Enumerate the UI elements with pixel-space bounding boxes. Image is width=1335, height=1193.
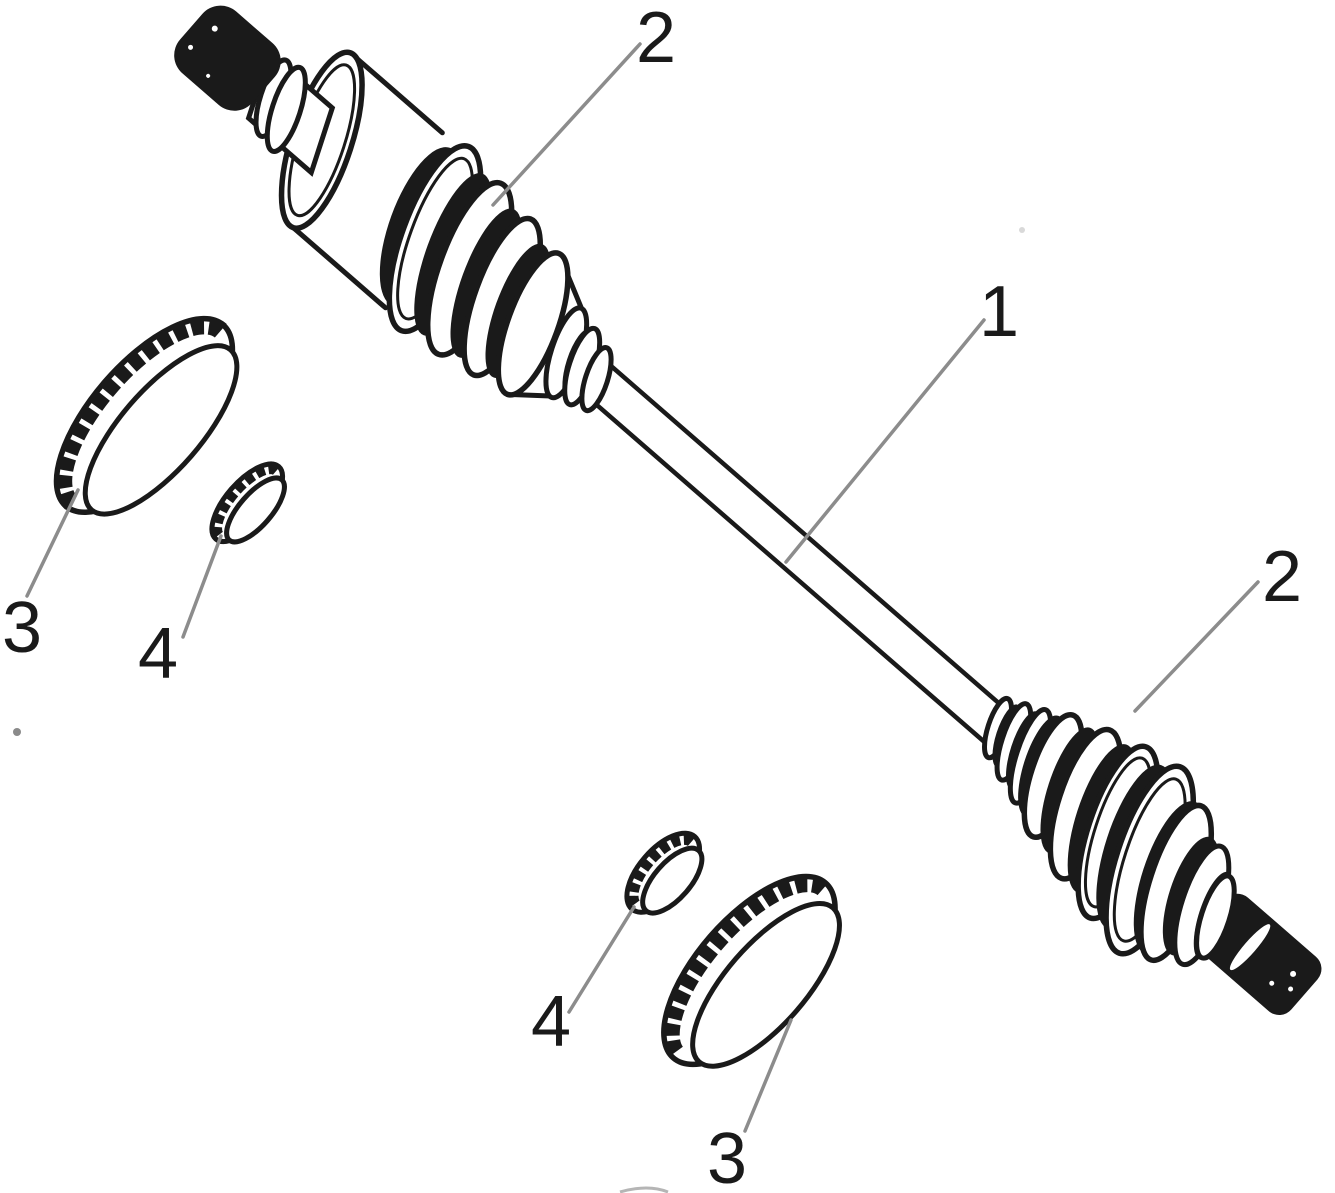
clamp-serrated-band: [54, 316, 227, 510]
clamp-serrated-band: [210, 462, 281, 542]
callout-1-leader: [784, 318, 986, 564]
callout-4-left-leader: [181, 534, 223, 639]
clamp-inner-ring: [690, 901, 842, 1069]
callout-3-left-leader: [25, 488, 80, 598]
stub-speck: [1288, 986, 1294, 992]
clamp-small-left: [209, 461, 287, 545]
callout-3-left-label: 3: [2, 588, 42, 668]
stub-speck: [211, 25, 218, 32]
callout-labels: 2 1 2 3 4 4 3: [2, 0, 1302, 1193]
callout-3-bottom-label: 3: [707, 1119, 747, 1193]
callout-2-right-label: 2: [1262, 537, 1302, 617]
stub-speck: [1269, 980, 1275, 986]
shaft-edge-bottom: [582, 392, 998, 754]
clamp-large-bottom: [661, 873, 842, 1069]
callout-2-left-leader: [491, 42, 642, 207]
callout-3-bottom-leader: [743, 1018, 793, 1133]
clamp-small-bottom: [624, 830, 705, 916]
clamp-serrated-band: [662, 875, 829, 1062]
callout-2-right-leader: [1133, 580, 1260, 713]
stub-speck: [1290, 970, 1297, 977]
paper-specks: [13, 227, 1025, 1193]
stub-speck: [188, 44, 194, 50]
callout-4-left-label: 4: [138, 614, 178, 694]
callout-4-bottom-leader: [567, 905, 636, 1014]
clamp-inner-ring: [82, 343, 240, 517]
callout-2-left-label: 2: [636, 0, 676, 78]
stub-stripe: [1229, 924, 1271, 971]
clamp-inner-ring: [224, 475, 287, 545]
leader-lines: [25, 42, 1260, 1133]
neck-collar-large: [264, 64, 308, 154]
stub-speck: [206, 73, 211, 78]
speck: [13, 728, 21, 736]
callout-1-label: 1: [979, 272, 1019, 352]
stub-shaft: [174, 5, 281, 111]
cv-boot-left: [379, 143, 614, 414]
clamp-serrated-band: [625, 831, 697, 911]
speck-arc: [619, 1186, 669, 1193]
callout-4-bottom-label: 4: [531, 982, 571, 1062]
housing-edge-top: [347, 50, 445, 136]
clamp-inner-ring: [640, 845, 705, 916]
left-spline-stub: [174, 5, 281, 111]
shaft-edge-top: [593, 350, 1009, 713]
boot-end-ring: [579, 345, 614, 414]
boot-end-rim: [1194, 873, 1237, 961]
cv-boot-right: [982, 695, 1235, 968]
clamp-large-left: [53, 315, 240, 517]
speck: [1019, 227, 1025, 233]
housing-edge-bottom: [290, 225, 388, 311]
